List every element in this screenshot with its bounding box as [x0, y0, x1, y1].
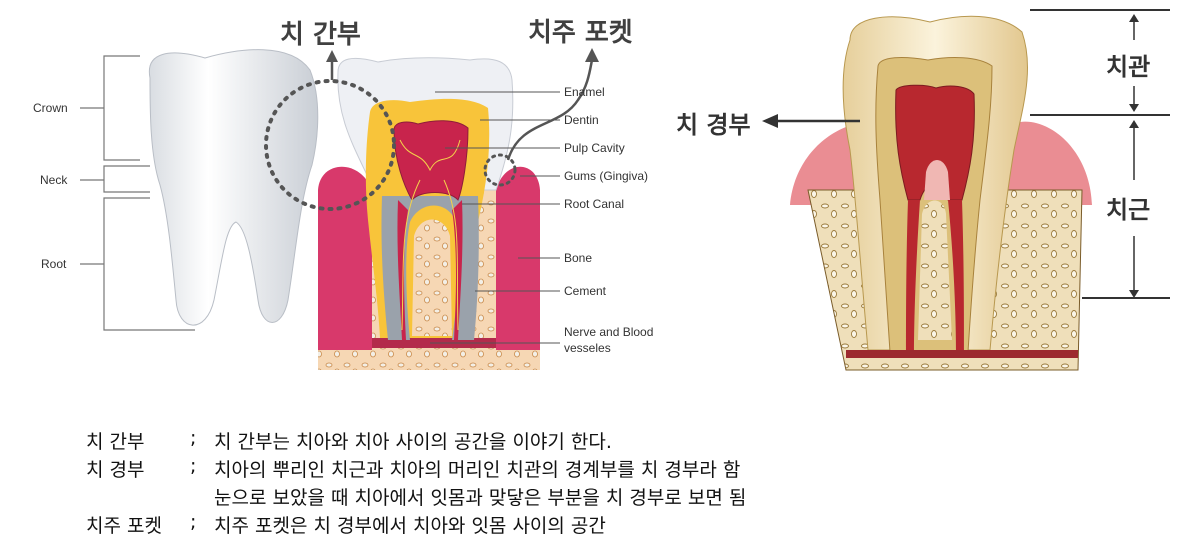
- right-nerve-base: [846, 350, 1078, 358]
- root-dimension-arrow: [1129, 120, 1139, 298]
- root-canal: [397, 200, 463, 340]
- definition-text-cervical-2: 눈으로 보았을 때 치아에서 잇몸과 맞닿은 부분을 치 경부로 보면 됨: [214, 487, 747, 509]
- cement-label: Cement: [564, 284, 607, 298]
- tooth-region-diagram: [762, 9, 1170, 371]
- interdental-highlight-circle: [264, 79, 396, 211]
- pulp-cavity: [393, 120, 469, 201]
- definition-term-interdental: 치 간부: [86, 431, 145, 453]
- neck-label: Neck: [40, 173, 68, 187]
- pocket-arrow: [506, 48, 599, 161]
- crown-dimension-arrow: [1129, 14, 1139, 112]
- interdental-arrow: [326, 50, 338, 80]
- root-label: Root: [41, 257, 67, 271]
- periodontal-pocket-callout: 치주 포켓: [528, 18, 633, 48]
- definition-separator: ;: [190, 455, 197, 477]
- definition-separator: ;: [190, 427, 197, 449]
- definition-term-pocket: 치주 포켓: [86, 515, 162, 537]
- definition-term-cervical: 치 경부: [86, 459, 145, 481]
- gums-label: Gums (Gingiva): [564, 169, 649, 183]
- gums: [318, 166, 372, 350]
- label-leaders: [430, 91, 560, 344]
- measurement-lines: [1030, 9, 1170, 299]
- definition-text-cervical-1: 치아의 뿌리인 치근과 치아의 머리인 치관의 경계부를 치 경부라 함: [214, 459, 741, 481]
- definition-separator: ;: [190, 511, 197, 533]
- cervical-arrow: [762, 114, 860, 128]
- crown-korean-label: 치관: [1106, 53, 1151, 81]
- enamel-label: Enamel: [564, 85, 605, 99]
- root-bracket: [80, 197, 195, 331]
- tooth-anatomy-diagram: [80, 48, 599, 370]
- cervical-korean-label: 치 경부: [676, 111, 751, 139]
- root-korean-label: 치근: [1106, 196, 1151, 224]
- nerve-blood-label-line2: vesseles: [564, 341, 611, 355]
- root-canal-label: Root Canal: [564, 197, 625, 211]
- neck-bracket: [80, 165, 150, 193]
- bone-label: Bone: [564, 251, 593, 265]
- right-pulp: [895, 84, 975, 201]
- dentin-label: Dentin: [564, 113, 599, 127]
- pulp-cavity-label: Pulp Cavity: [564, 141, 625, 155]
- nerves: [399, 139, 461, 331]
- definition-text-interdental: 치 간부는 치아와 치아 사이의 공간을 이야기 한다.: [214, 431, 612, 453]
- nerve-vessel-base: [318, 338, 540, 348]
- external-tooth: [148, 49, 319, 326]
- crown-label: Crown: [33, 101, 68, 115]
- definition-text-pocket: 치주 포켓은 치 경부에서 치아와 잇몸 사이의 공간: [214, 515, 606, 537]
- nerve-blood-label-line1: Nerve and Blood: [564, 325, 654, 339]
- pocket-highlight-circle: [483, 153, 517, 187]
- interdental-callout: 치 간부: [280, 20, 361, 50]
- crown-bracket: [80, 55, 140, 161]
